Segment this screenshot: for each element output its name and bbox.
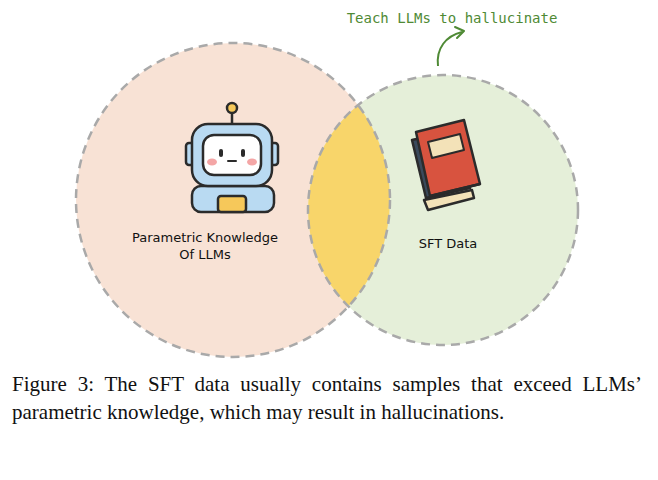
right-circle-outline [308,75,578,345]
circle-label: SFT Data [388,235,508,252]
robot-face [207,149,257,166]
robot-icon [186,103,278,212]
figure-caption: Figure 3: The SFT data usually contains … [12,370,642,426]
venn-circle: Parametric Knowledge Of LLMs [76,43,390,357]
arrow-head [455,27,464,38]
left-circle-outline [76,43,390,357]
circle-label: Parametric Knowledge Of LLMs [125,229,285,263]
book-icon [412,120,480,210]
annotation-label: Teach LLMs to hallucinate [347,10,558,26]
venn-circle: SFT Data [308,75,578,345]
right-circle-fill [308,75,578,345]
intersection-fill [308,75,578,345]
